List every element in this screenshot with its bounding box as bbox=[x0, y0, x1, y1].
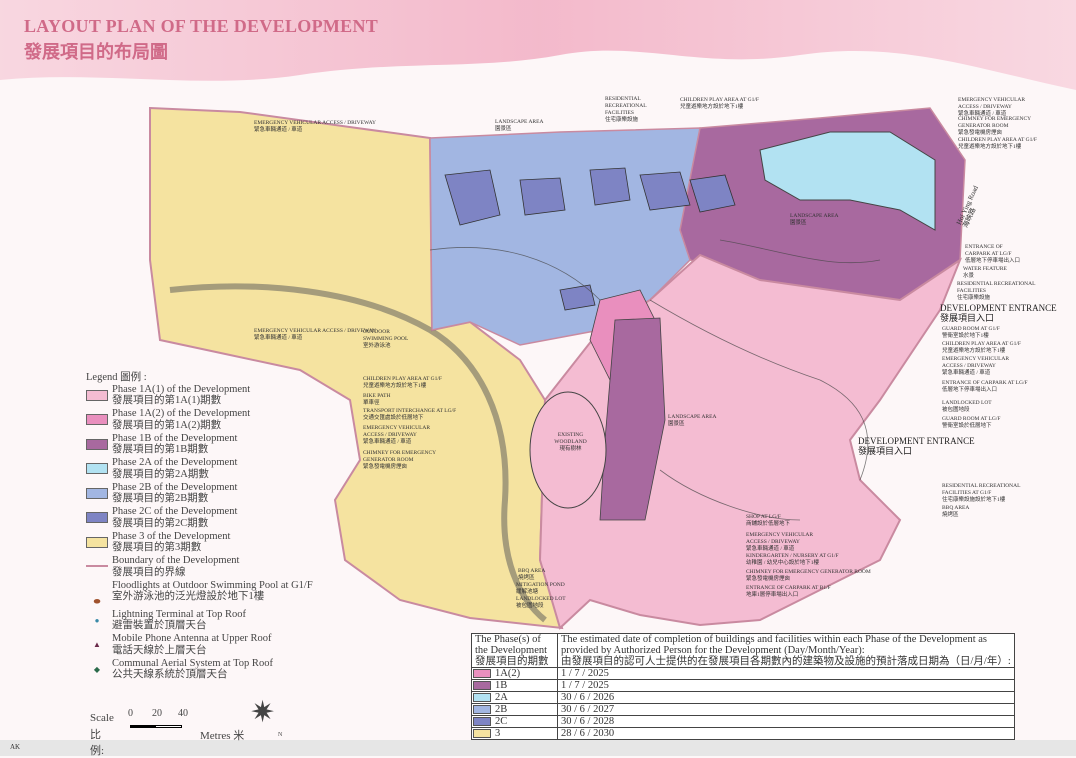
map-label: Emergency vehicular access / driveway緊急車… bbox=[254, 328, 377, 341]
aerial-icon: ◆ bbox=[93, 664, 101, 674]
swatch bbox=[86, 536, 108, 548]
lightning-terminal-icon: ● bbox=[94, 615, 100, 625]
map-label: Outdoor swimming pool室外游泳池 bbox=[363, 329, 409, 349]
map-label: Existing woodland現有樹林 bbox=[554, 432, 587, 452]
map-label: Landlocked lot被包圍地段 bbox=[516, 596, 566, 609]
map-label: Chimney for emergency generator room緊急發電… bbox=[363, 450, 436, 470]
map-label: BBQ area燒烤區 bbox=[518, 568, 546, 581]
header-wave bbox=[0, 0, 1076, 90]
map-label: Landscape area園景區 bbox=[668, 414, 717, 427]
scale-label-zh: 比例: bbox=[90, 729, 105, 757]
map-label: Emergency vehicular access / driveway緊急車… bbox=[958, 97, 1026, 117]
map-label: Emergency vehicular access / driveway緊急車… bbox=[363, 425, 431, 445]
swatch bbox=[86, 487, 108, 499]
map-label: BBQ area燒烤區 bbox=[942, 505, 970, 518]
north-label: N bbox=[278, 732, 283, 738]
scale-tick: 0 bbox=[128, 708, 133, 719]
scale-tick: 40 bbox=[178, 708, 188, 719]
page-title-zh: 發展項目的布局圖 bbox=[24, 42, 168, 62]
existing-woodland bbox=[529, 391, 607, 509]
footer-code: AK bbox=[10, 743, 21, 751]
map-label: Landscape area園景區 bbox=[495, 119, 544, 132]
boundary-line-icon bbox=[86, 565, 108, 567]
phase-2a-area bbox=[759, 131, 936, 231]
map-label: Emergency vehicular access / driveway緊急車… bbox=[254, 120, 377, 133]
scale-tick: 20 bbox=[152, 708, 162, 719]
legend: Legend 圖例 : Phase 1A(1) of the Developme… bbox=[86, 372, 313, 682]
map-label: Residential recreational facilities at G… bbox=[942, 483, 1021, 503]
north-arrow-icon: ✷ bbox=[250, 696, 276, 729]
swatch bbox=[86, 414, 108, 425]
floodlight-icon: ⬬ bbox=[93, 596, 101, 606]
map-label: Bike path單車徑 bbox=[363, 393, 391, 406]
map-label: Water feature水景 bbox=[963, 266, 1007, 279]
antenna-icon: ▲ bbox=[93, 640, 101, 649]
map-label: Landscape area園景區 bbox=[790, 213, 839, 226]
swatch bbox=[86, 463, 108, 474]
map-label: Landlocked lot被包圍地段 bbox=[942, 400, 992, 413]
map-label: Mitigation pond緩解池塘 bbox=[516, 582, 565, 595]
scale-unit: Metres 米 bbox=[200, 730, 245, 742]
swatch bbox=[86, 389, 108, 401]
map-label: Residential recreational facilities住宅康樂設… bbox=[957, 281, 1036, 301]
legend-item-floodlight: ⬬Floodlights at Outdoor Swimming Pool at… bbox=[86, 580, 313, 608]
legend-title: Legend 圖例 : bbox=[86, 372, 147, 383]
phase-2c-blocks bbox=[444, 167, 736, 311]
scale-graphic bbox=[130, 725, 182, 728]
swatch bbox=[86, 438, 108, 450]
map-label: Emergency vehicular access / driveway緊急車… bbox=[746, 532, 814, 552]
scale-label: Scale bbox=[90, 712, 114, 724]
table-row: 1A(2)1 / 7 / 2025 bbox=[471, 667, 1015, 680]
page-title: LAYOUT PLAN OF THE DEVELOPMENT bbox=[24, 16, 379, 36]
swatch bbox=[86, 512, 108, 523]
map-label: Emergency vehicular access / driveway緊急車… bbox=[942, 356, 1010, 376]
map-label: Chimney for emergency generator room緊急發電… bbox=[958, 116, 1031, 136]
map-label: Residential recreational facilities住宅康樂設… bbox=[605, 96, 647, 123]
map-label: Chimney for emergency generator room緊急發電… bbox=[746, 569, 871, 582]
